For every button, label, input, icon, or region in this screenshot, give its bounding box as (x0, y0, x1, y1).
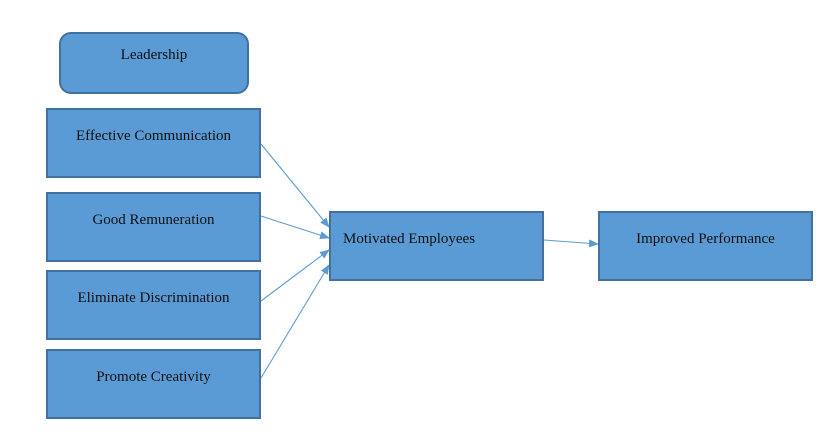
arrow-creativity-to-motivated (260, 264, 330, 379)
eliminate-discrimination-label: Eliminate Discrimination (77, 290, 230, 306)
arrow-discrimination-to-motivated (260, 249, 330, 302)
motivated-employees-node: Motivated Employees (329, 211, 544, 281)
leadership-label: Leadership (120, 47, 188, 63)
promote-creativity-label: Promote Creativity (96, 369, 211, 385)
motivated-employees-label: Motivated Employees (343, 231, 476, 247)
good-remuneration-node: Good Remuneration (46, 192, 261, 262)
arrow-motivated-to-improved (543, 239, 599, 248)
promote-creativity-node: Promote Creativity (46, 349, 261, 419)
improved-performance-label: Improved Performance (636, 231, 775, 247)
good-remuneration-label: Good Remuneration (92, 212, 215, 228)
eliminate-discrimination-node: Eliminate Discrimination (46, 270, 261, 340)
leadership-node: Leadership (59, 32, 249, 94)
improved-performance-node: Improved Performance (598, 211, 813, 281)
arrow-remuneration-to-motivated (260, 215, 330, 240)
effective-communication-node: Effective Communication (46, 108, 261, 178)
arrow-effective-to-motivated (260, 143, 330, 228)
effective-communication-label: Effective Communication (75, 128, 232, 144)
